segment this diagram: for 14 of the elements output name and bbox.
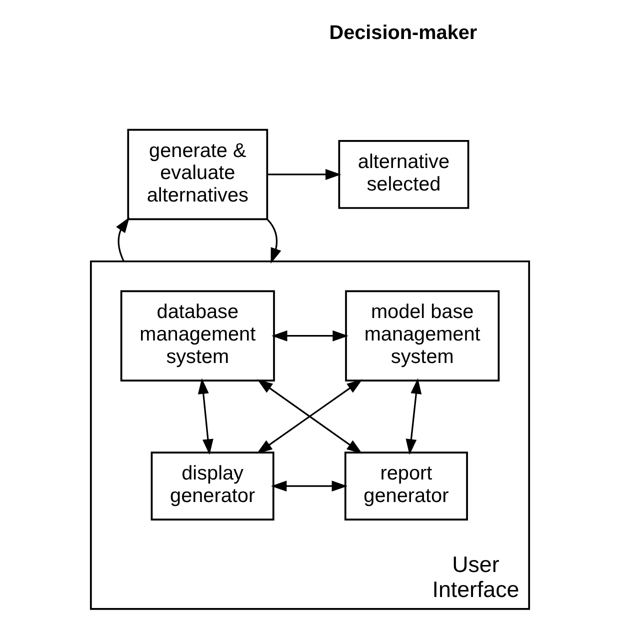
arrow: [270, 480, 347, 492]
arrow: [266, 169, 341, 180]
arrow: [405, 378, 422, 455]
arrow: [266, 218, 281, 264]
arrow: [197, 378, 213, 455]
node-box: report generator: [344, 452, 468, 521]
label: Decision-maker: [328, 22, 477, 44]
arrow: [116, 217, 130, 262]
arrow: [271, 330, 348, 342]
node-box: display generator: [150, 452, 274, 521]
node-box: model base management system: [344, 290, 500, 382]
node-box: generate & evaluate alternatives: [126, 128, 268, 220]
node-box: alternative selected: [338, 140, 469, 209]
node-box: database management system: [120, 290, 274, 382]
